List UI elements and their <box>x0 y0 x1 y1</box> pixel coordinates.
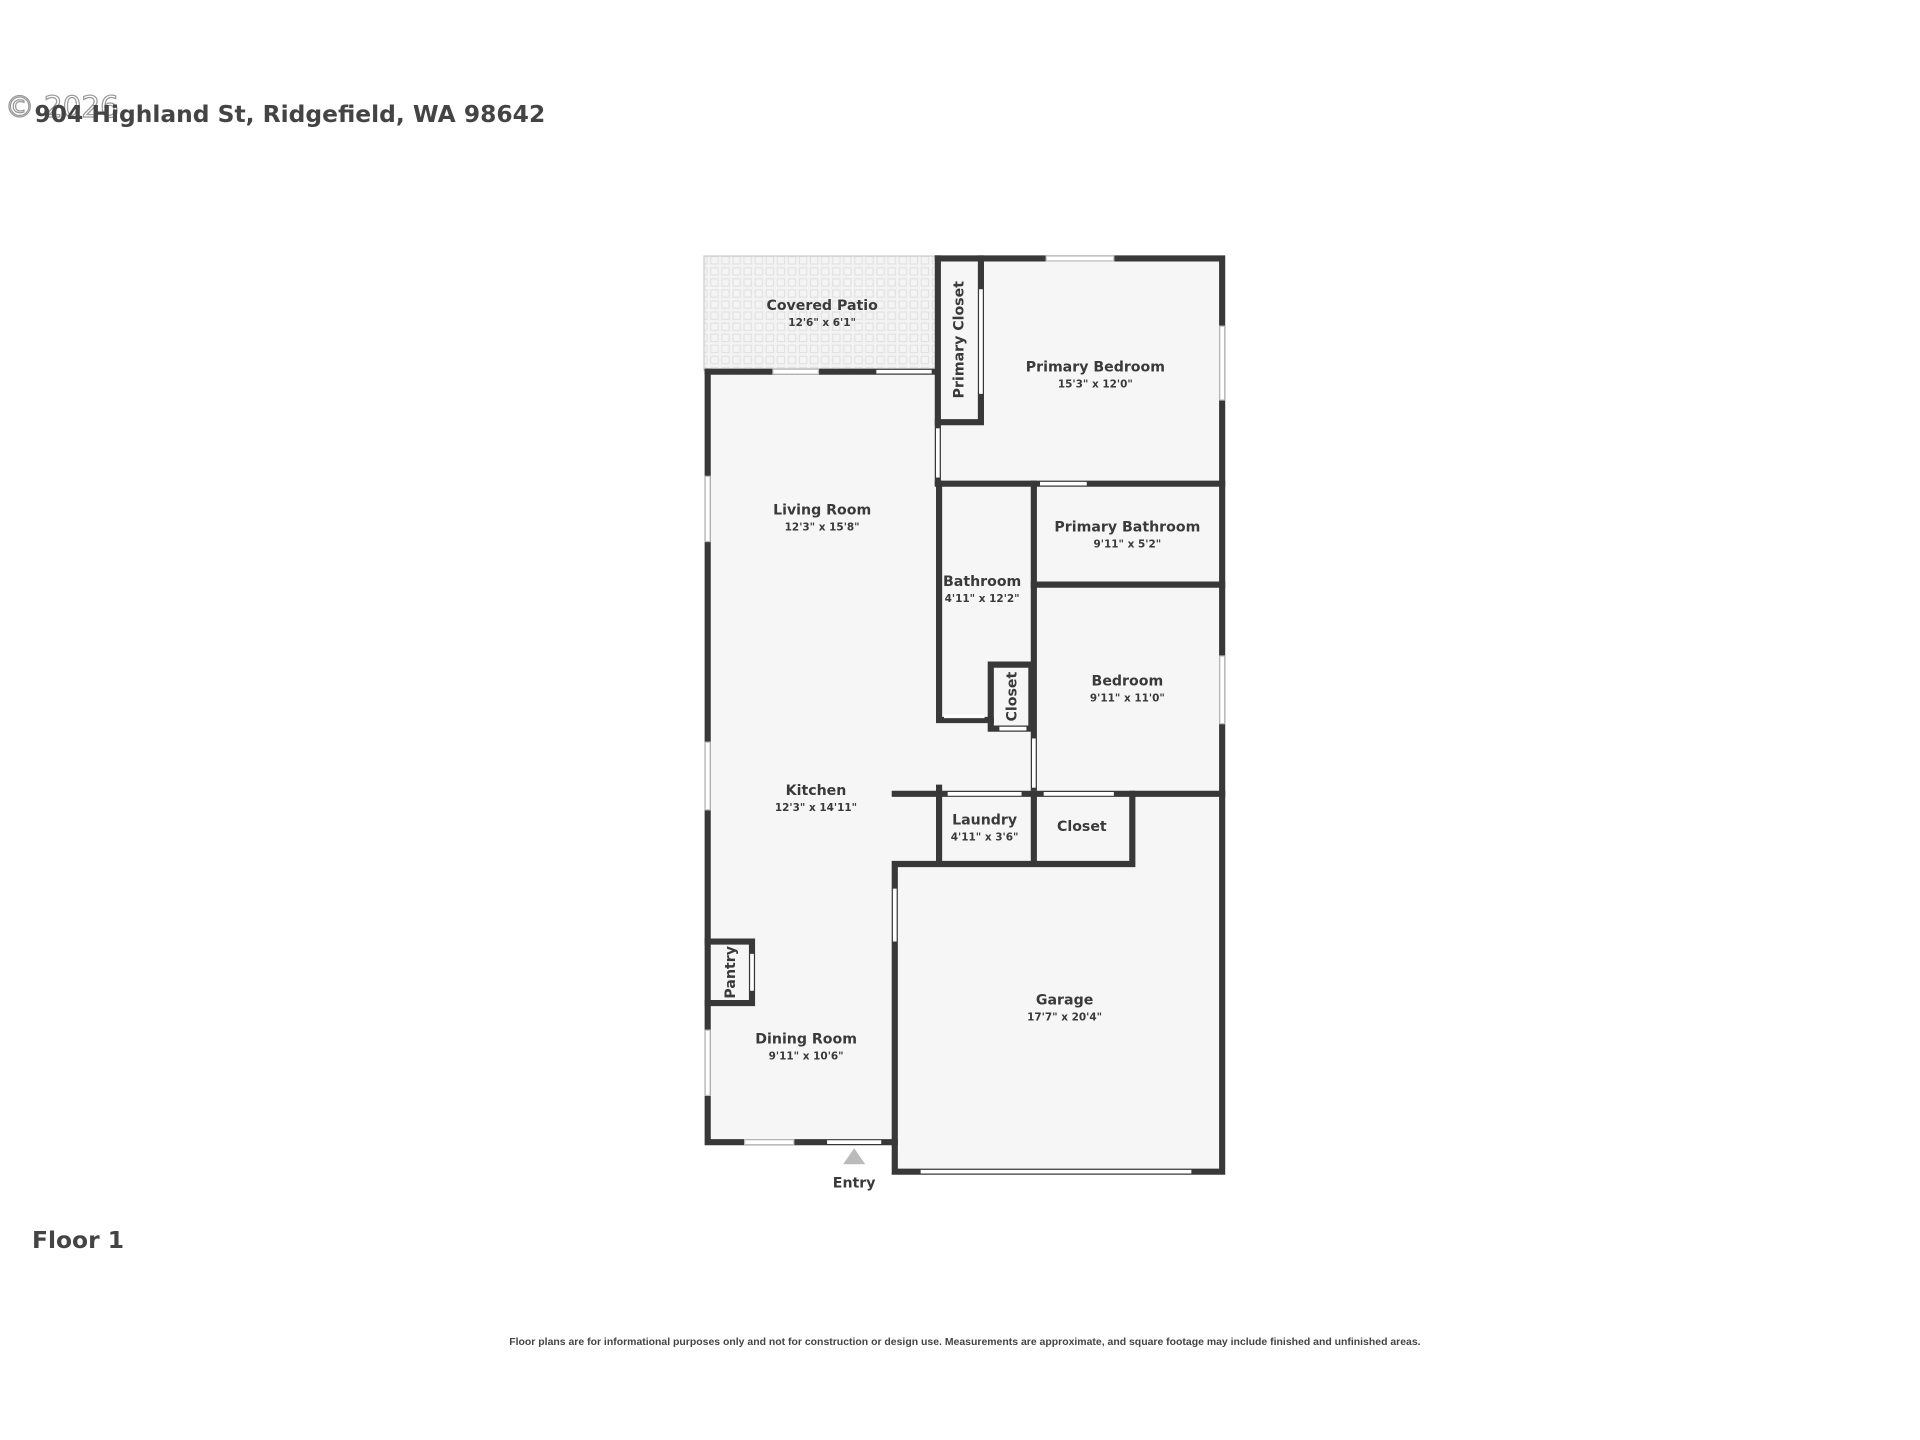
svg-text:Laundry: Laundry <box>952 813 1017 829</box>
svg-text:12'3" x 14'11": 12'3" x 14'11" <box>775 802 857 814</box>
svg-text:4'11" x 3'6": 4'11" x 3'6" <box>951 832 1019 844</box>
room-covered-patio: Covered Patio 12'6" x 6'1" <box>766 298 878 329</box>
svg-text:12'3" x 15'8": 12'3" x 15'8" <box>785 521 860 533</box>
svg-text:Dining Room: Dining Room <box>755 1032 857 1048</box>
room-primary-closet: Primary Closet <box>952 281 968 399</box>
svg-text:Kitchen: Kitchen <box>786 783 847 799</box>
svg-text:Bedroom: Bedroom <box>1092 674 1164 690</box>
entry-arrow-icon <box>843 1148 866 1165</box>
svg-text:Pantry: Pantry <box>723 946 739 999</box>
svg-text:9'11" x 11'0": 9'11" x 11'0" <box>1090 693 1165 705</box>
room-closet: Closet <box>1057 819 1107 835</box>
svg-text:Covered Patio: Covered Patio <box>766 298 878 314</box>
svg-text:9'11" x 5'2": 9'11" x 5'2" <box>1094 539 1162 551</box>
covered-patio-area <box>703 255 939 372</box>
room-primary-bedroom: Primary Bedroom 15'3" x 12'0" <box>1026 360 1165 391</box>
svg-text:Garage: Garage <box>1036 992 1093 1008</box>
svg-text:Closet: Closet <box>1005 672 1021 722</box>
room-pantry: Pantry <box>723 946 739 999</box>
room-garage: Garage 17'7" x 20'4" <box>1027 992 1102 1023</box>
svg-text:Living Room: Living Room <box>773 502 871 518</box>
svg-text:4'11" x 12'2": 4'11" x 12'2" <box>945 593 1020 605</box>
svg-text:Closet: Closet <box>1057 819 1107 835</box>
svg-text:9'11" x 10'6": 9'11" x 10'6" <box>769 1051 844 1063</box>
svg-text:Primary Bathroom: Primary Bathroom <box>1054 520 1200 536</box>
watermark: © 2026 <box>5 90 119 124</box>
room-bathroom: Bathroom 4'11" x 12'2" <box>943 574 1021 605</box>
room-laundry: Laundry 4'11" x 3'6" <box>951 813 1019 844</box>
openings <box>750 289 1192 1174</box>
windows <box>704 255 1226 1146</box>
disclaimer: Floor plans are for informational purpos… <box>509 1337 1420 1348</box>
svg-text:17'7" x 20'4": 17'7" x 20'4" <box>1027 1011 1102 1023</box>
floor-label: Floor 1 <box>32 1226 124 1254</box>
svg-text:15'3" x 12'0": 15'3" x 12'0" <box>1058 379 1133 391</box>
room-dining-room: Dining Room 9'11" x 10'6" <box>755 1032 857 1063</box>
address-title: 904 Highland St, Ridgefield, WA 98642 <box>34 100 545 128</box>
room-kitchen: Kitchen 12'3" x 14'11" <box>775 783 857 814</box>
room-closet-small: Closet <box>1005 672 1021 722</box>
room-primary-bathroom: Primary Bathroom 9'11" x 5'2" <box>1054 520 1200 551</box>
room-bedroom: Bedroom 9'11" x 11'0" <box>1090 674 1165 705</box>
svg-text:12'6" x 6'1": 12'6" x 6'1" <box>788 317 856 329</box>
svg-text:Primary Closet: Primary Closet <box>952 281 968 399</box>
floor-plan: Covered Patio 12'6" x 6'1" Primary Close… <box>703 255 1226 1192</box>
svg-text:Bathroom: Bathroom <box>943 574 1021 590</box>
svg-text:Primary Bedroom: Primary Bedroom <box>1026 360 1165 376</box>
entry-label: Entry <box>833 1176 876 1192</box>
room-living-room: Living Room 12'3" x 15'8" <box>773 502 871 533</box>
